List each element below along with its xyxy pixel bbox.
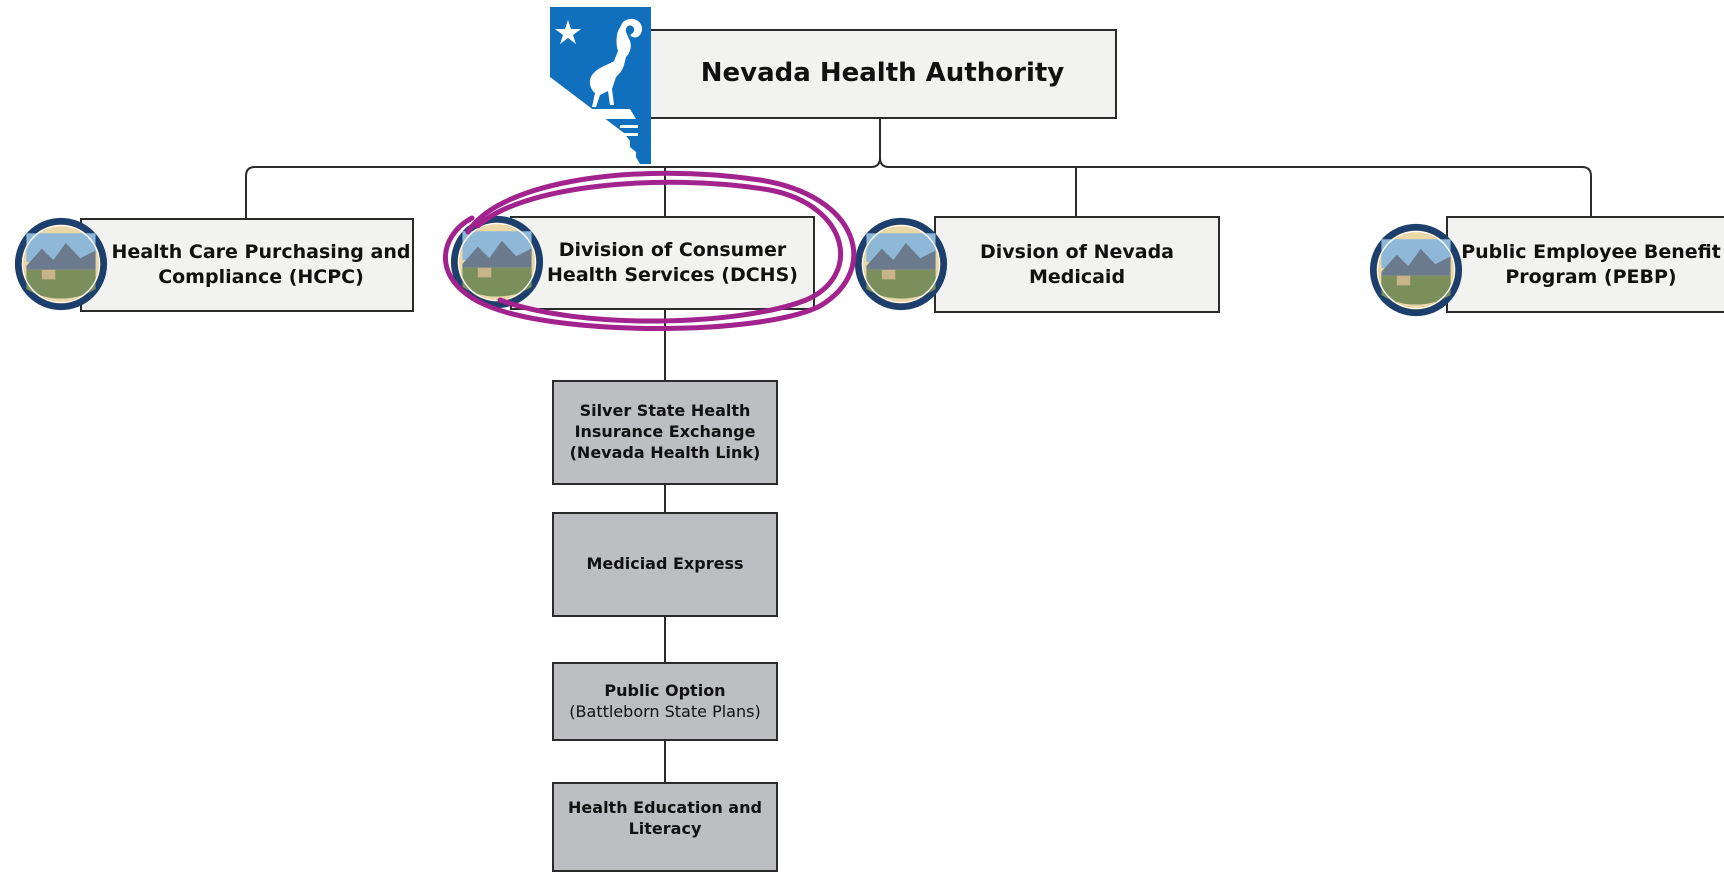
program-label: Health Education and Literacy bbox=[568, 798, 762, 838]
division-node-hcpc: Health Care Purchasing and Compliance (H… bbox=[80, 218, 414, 312]
nevada-state-seal-icon bbox=[449, 214, 545, 310]
program-node-silver-state-exchange: Silver State Health Insurance Exchange (… bbox=[552, 380, 778, 485]
division-node-medicaid: Divsion of Nevada Medicaid bbox=[934, 216, 1220, 313]
division-node-dchs: Division of Consumer Health Services (DC… bbox=[510, 216, 815, 310]
division-label-hcpc: Health Care Purchasing and Compliance (H… bbox=[111, 241, 411, 288]
root-node-label: Nevada Health Authority bbox=[700, 58, 1065, 89]
program-label: Silver State Health Insurance Exchange (… bbox=[569, 401, 761, 462]
nevada-state-seal-icon bbox=[853, 216, 949, 312]
program-label: Mediciad Express bbox=[586, 554, 744, 574]
nevada-state-seal-icon bbox=[1368, 222, 1464, 318]
division-label-pebp: Public Employee Benefit Program (PEBP) bbox=[1461, 240, 1721, 288]
nevada-state-seal-icon bbox=[13, 216, 109, 312]
division-node-pebp: Public Employee Benefit Program (PEBP) bbox=[1446, 216, 1724, 313]
program-node-health-education: Health Education and Literacy bbox=[552, 782, 778, 872]
division-label-dchs: Division of Consumer Health Services (DC… bbox=[547, 239, 798, 286]
program-sublabel: (Battleborn State Plans) bbox=[569, 701, 761, 721]
division-label-medicaid: Divsion of Nevada Medicaid bbox=[979, 240, 1175, 288]
program-label: Public Option bbox=[604, 680, 726, 700]
program-node-public-option: Public Option (Battleborn State Plans) bbox=[552, 662, 778, 741]
root-node-nevada-health-authority: Nevada Health Authority bbox=[648, 29, 1117, 119]
program-node-mediciad-express: Mediciad Express bbox=[552, 512, 778, 617]
nevada-bighorn-logo-icon bbox=[550, 7, 651, 164]
